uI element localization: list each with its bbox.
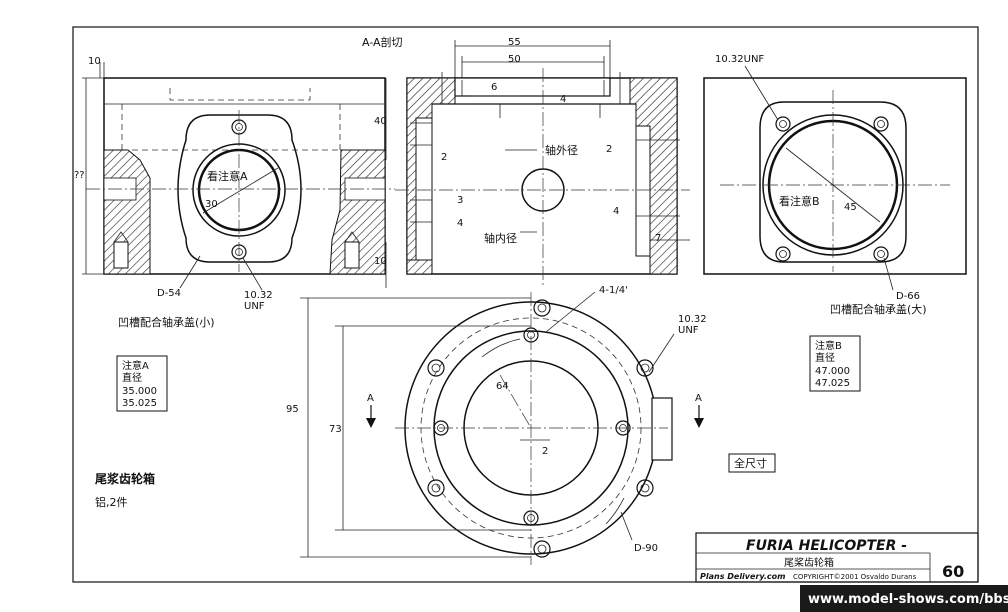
dim-4-top: 4 (560, 94, 566, 105)
callout-d66: D-66 (896, 291, 920, 302)
section-marker-left: A (367, 393, 374, 404)
dim-55: 55 (508, 37, 521, 48)
note-reference-a: 看注意A (207, 169, 248, 183)
thread-label-top-right: 10.32UNF (715, 54, 764, 65)
dim-64: 64 (496, 381, 509, 392)
note-box-b: 注意B 直径 47.000 47.025 (809, 335, 861, 392)
inner-diameter-label: 轴内径 (484, 231, 517, 245)
side-view-small-cover (82, 62, 395, 288)
note-a-value-1: 35.000 (122, 386, 157, 397)
note-a-value-2: 35.025 (122, 398, 157, 409)
note-box-a: 注意A 直径 35.000 35.025 (116, 355, 168, 412)
full-size-label: 全尺寸 (734, 456, 767, 470)
note-a-label: 直径 (122, 371, 142, 384)
dim-2-right: 2 (606, 144, 612, 155)
callout-d54: D-54 (157, 288, 181, 299)
dim-7: 7 (655, 233, 661, 244)
thread-unit-mid: UNF (678, 325, 699, 336)
dim-6: 6 (491, 82, 497, 93)
dim-73: 73 (329, 424, 342, 435)
dim-2-center: 2 (542, 446, 548, 457)
dim-10-top: 10 (88, 56, 101, 67)
dim-95: 95 (286, 404, 299, 415)
section-view-a-a (395, 40, 690, 285)
large-cover-caption: 凹槽配合轴承盖(大) (830, 302, 927, 316)
section-title: A-A剖切 (362, 35, 403, 49)
section-marker-right: A (695, 393, 702, 404)
title-block-title: FURIA HELICOPTER - (746, 538, 907, 554)
dim-45: 45 (844, 202, 857, 213)
part-name: 尾浆齿轮箱 (95, 471, 155, 486)
watermark-bar (800, 585, 1008, 612)
sheet-border (72, 26, 979, 583)
title-block: FURIA HELICOPTER - 尾桨齿轮箱 Plans Delivery.… (695, 532, 979, 583)
watermark-text: www.model-shows.com/bbs (808, 592, 1008, 607)
dim-unknown-height: ?? (74, 170, 85, 181)
page-number: 60 (942, 562, 964, 581)
thread-label-mid: 10.32 (678, 314, 707, 325)
dim-30: 30 (205, 199, 218, 210)
note-reference-b: 看注意B (779, 194, 820, 208)
title-block-subtitle: 尾桨齿轮箱 (784, 556, 834, 569)
full-size-box (728, 453, 776, 473)
title-block-copyright: COPYRIGHT©2001 Osvaldo Durans (793, 573, 917, 581)
dim-4-1-4: 4-1/4' (599, 285, 628, 296)
thread-label-left: 10.32 (244, 290, 273, 301)
callout-d90: D-90 (634, 543, 658, 554)
dim-4-left: 4 (457, 218, 463, 229)
title-block-brand: Plans Delivery.com (700, 572, 785, 581)
dim-10-bottom: 10 (374, 256, 387, 267)
note-b-label: 直径 (815, 351, 835, 364)
note-b-value-2: 47.025 (815, 378, 850, 389)
dim-3: 3 (457, 195, 463, 206)
thread-unit-left: UNF (244, 301, 265, 312)
note-b-title: 注意B (815, 339, 842, 352)
outer-diameter-label: 轴外径 (545, 143, 578, 157)
dim-2-left: 2 (441, 152, 447, 163)
note-a-title: 注意A (122, 359, 149, 372)
large-cover-view (703, 65, 967, 291)
top-view-gearbox (300, 291, 704, 565)
small-cover-caption: 凹槽配合轴承盖(小) (118, 315, 215, 329)
note-b-value-1: 47.000 (815, 366, 850, 377)
part-material: 铝,2件 (95, 495, 128, 509)
dim-4-right: 4 (613, 206, 619, 217)
dim-50: 50 (508, 54, 521, 65)
dim-40: 40 (374, 116, 387, 127)
